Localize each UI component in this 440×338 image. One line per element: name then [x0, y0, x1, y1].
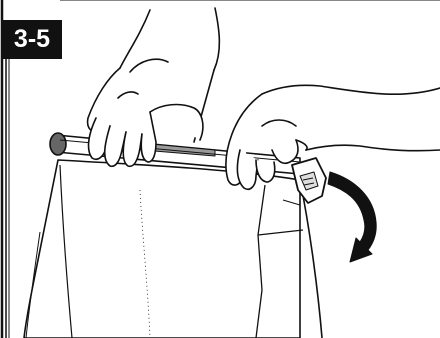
fabric-cover: [24, 160, 322, 338]
curved-arrow-icon: [328, 172, 376, 262]
left-hand: [88, 8, 220, 166]
step-number-badge: 3-5: [2, 20, 62, 59]
